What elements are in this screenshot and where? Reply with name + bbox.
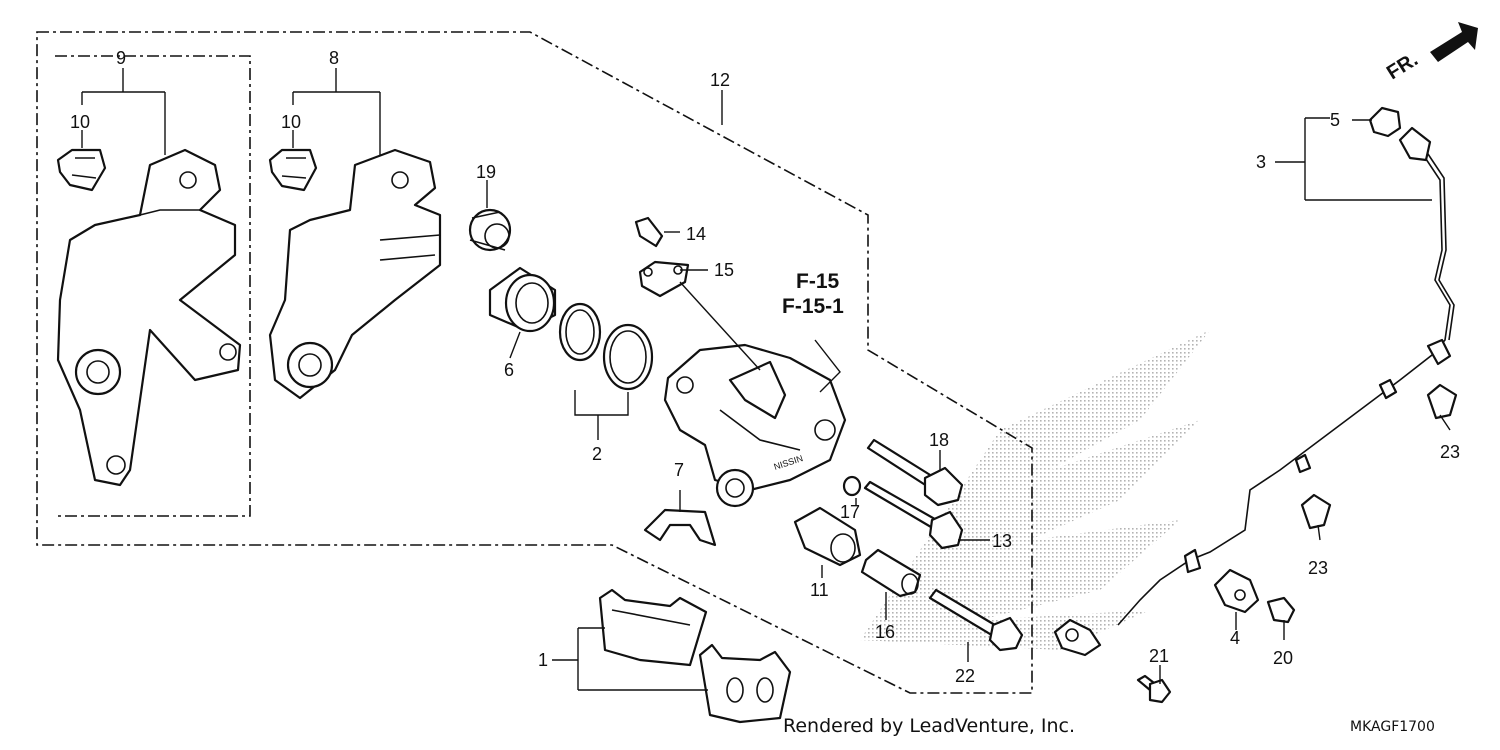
callout-23: 23 bbox=[1440, 442, 1460, 462]
callout-17: 17 bbox=[840, 502, 860, 522]
callout-8: 8 bbox=[329, 48, 339, 68]
speed-sensor-wire-3 bbox=[1053, 126, 1455, 657]
caliper-bracket-8 bbox=[268, 148, 442, 400]
watermark-wing bbox=[860, 330, 1210, 650]
piston-seals-2 bbox=[558, 302, 654, 391]
callout-4: 4 bbox=[1230, 628, 1240, 648]
diagram-code: MKAGF1700 bbox=[1350, 719, 1435, 735]
callout-13: 13 bbox=[992, 531, 1012, 551]
bolt-20 bbox=[1266, 596, 1296, 624]
bleeder-cap-15 bbox=[638, 260, 690, 298]
pad-spring-clip-10-right bbox=[268, 148, 318, 192]
callout-22: 22 bbox=[955, 666, 975, 686]
reference-label-f15: F-15 bbox=[796, 270, 840, 293]
callout-6: 6 bbox=[504, 360, 514, 380]
callout-16: 16 bbox=[875, 622, 895, 642]
caliper-bracket-9 bbox=[56, 148, 242, 487]
front-direction-arrow-icon bbox=[1430, 22, 1478, 62]
piston-6 bbox=[488, 266, 557, 333]
leader-lines bbox=[81, 68, 1451, 691]
callout-5: 5 bbox=[1330, 110, 1340, 130]
callout-14: 14 bbox=[686, 224, 706, 244]
callout-2: 2 bbox=[592, 444, 602, 464]
callout-10: 10 bbox=[70, 112, 90, 132]
callout-9: 9 bbox=[116, 48, 126, 68]
assembly-outline-12 bbox=[36, 31, 1033, 694]
callout-18: 18 bbox=[929, 430, 949, 450]
sensor-bracket-4 bbox=[1213, 568, 1260, 614]
callout-1: 1 bbox=[538, 650, 548, 670]
wire-clamp-23-lower bbox=[1300, 493, 1332, 530]
callout-23: 23 bbox=[1308, 558, 1328, 578]
bleeder-14 bbox=[634, 216, 664, 248]
pad-spring-clip-10-left bbox=[56, 148, 107, 192]
front-direction-label: FR. bbox=[1383, 49, 1422, 85]
callout-20: 20 bbox=[1273, 648, 1293, 668]
callout-labels: 9 10 8 10 12 19 14 15 6 2 7 18 17 13 11 … bbox=[70, 48, 1460, 686]
callout-10: 10 bbox=[281, 112, 301, 132]
o-ring-17 bbox=[842, 475, 862, 497]
callout-3: 3 bbox=[1256, 152, 1266, 172]
boot-19 bbox=[468, 208, 512, 252]
callout-15: 15 bbox=[714, 260, 734, 280]
callout-11: 11 bbox=[810, 580, 829, 600]
callout-19: 19 bbox=[476, 162, 496, 182]
bolt-22 bbox=[928, 588, 1024, 652]
callout-7: 7 bbox=[674, 460, 684, 480]
callout-21: 21 bbox=[1149, 646, 1169, 666]
callout-12: 12 bbox=[710, 70, 730, 90]
wire-clamp-23-upper bbox=[1426, 383, 1458, 420]
bolt-21 bbox=[1136, 674, 1172, 704]
sleeve-16 bbox=[860, 548, 922, 598]
pad-spring-7 bbox=[643, 508, 717, 547]
footer-credit: Rendered by LeadVenture, Inc. bbox=[783, 715, 1075, 737]
pin-bolt-18 bbox=[866, 438, 964, 507]
pin-boot-11 bbox=[793, 506, 862, 567]
grommet-5 bbox=[1368, 106, 1402, 138]
brake-pads-1 bbox=[598, 588, 792, 724]
slide-pin-13 bbox=[863, 480, 964, 550]
reference-label-f15-1: F-15-1 bbox=[782, 295, 844, 318]
caliper-body: NISSIN bbox=[663, 343, 847, 508]
assembly-outline-9 bbox=[55, 55, 251, 517]
